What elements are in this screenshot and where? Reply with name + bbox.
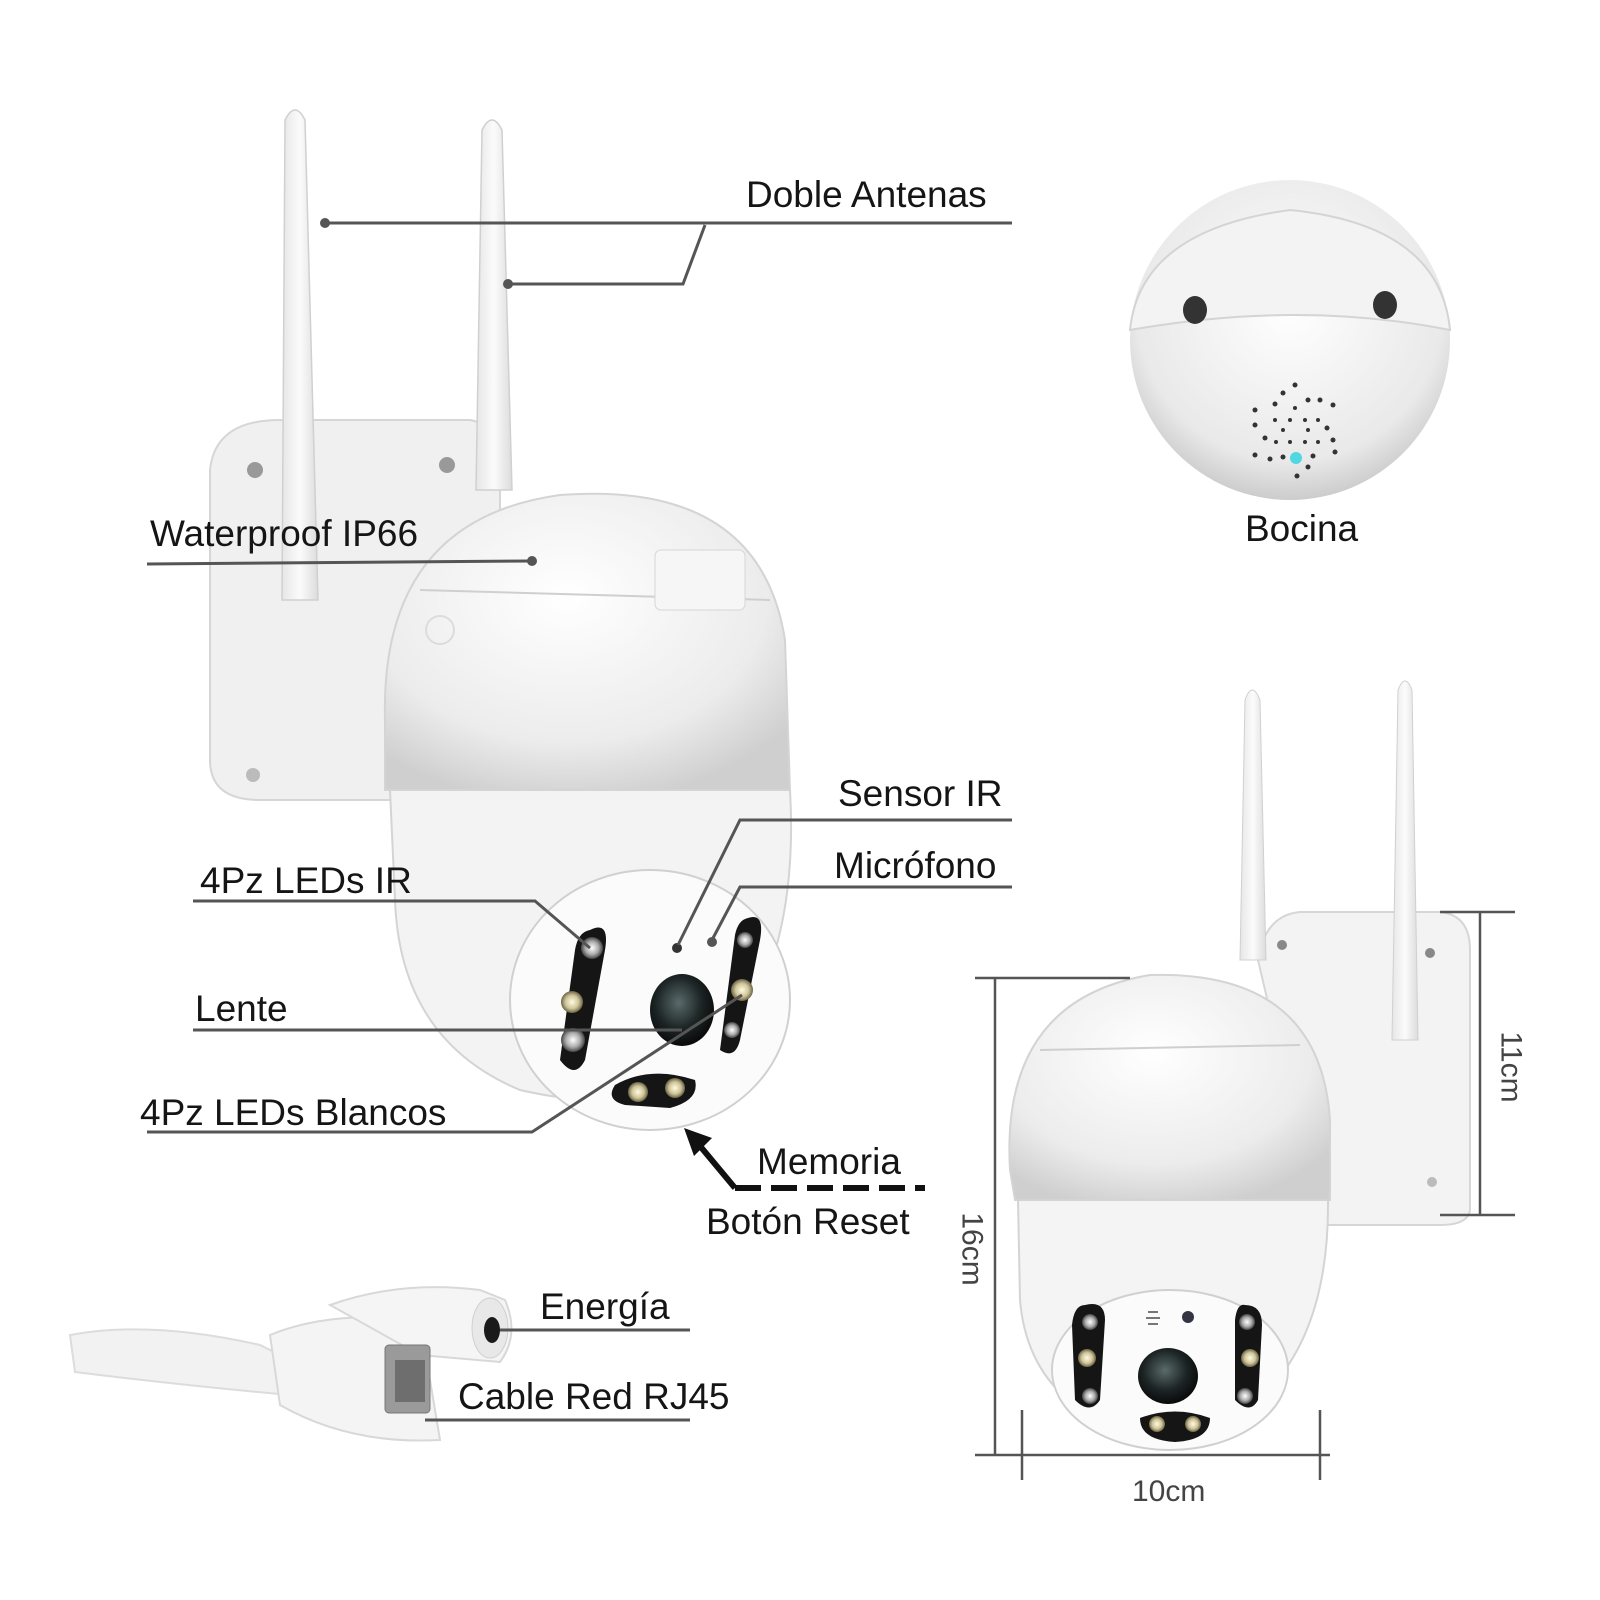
label-rj45: Cable Red RJ45 — [458, 1376, 730, 1417]
label-lens: Lente — [195, 988, 288, 1029]
label-speaker: Bocina — [1245, 508, 1359, 549]
dimension-bracket-height: 11cm — [1494, 1031, 1528, 1103]
label-antennas: Doble Antenas — [746, 174, 987, 215]
dimension-height: 16cm — [955, 1212, 989, 1286]
dimension-lines — [975, 910, 1515, 1480]
main-camera — [209, 109, 793, 1131]
label-waterproof: Waterproof IP66 — [150, 513, 419, 554]
label-power: Energía — [540, 1286, 670, 1327]
memory-arrow — [684, 1128, 925, 1191]
label-ir-sensor: Sensor IR — [838, 773, 1003, 814]
label-memory: Memoria — [757, 1141, 901, 1182]
leader-lines — [146, 221, 1012, 1134]
leader-dots — [320, 218, 537, 566]
cable-connectors — [68, 1286, 513, 1442]
speaker-detail — [1128, 180, 1452, 500]
dimension-width: 10cm — [1132, 1475, 1206, 1508]
dimension-camera — [1008, 680, 1471, 1451]
label-microphone: Micrófono — [834, 845, 997, 886]
label-white-leds: 4Pz LEDs Blancos — [140, 1092, 447, 1133]
indicator-light-icon — [1290, 452, 1302, 464]
cable-leader-lines — [425, 1328, 690, 1422]
label-ir-leds: 4Pz LEDs IR — [200, 860, 412, 901]
label-reset-button: Botón Reset — [706, 1201, 910, 1242]
